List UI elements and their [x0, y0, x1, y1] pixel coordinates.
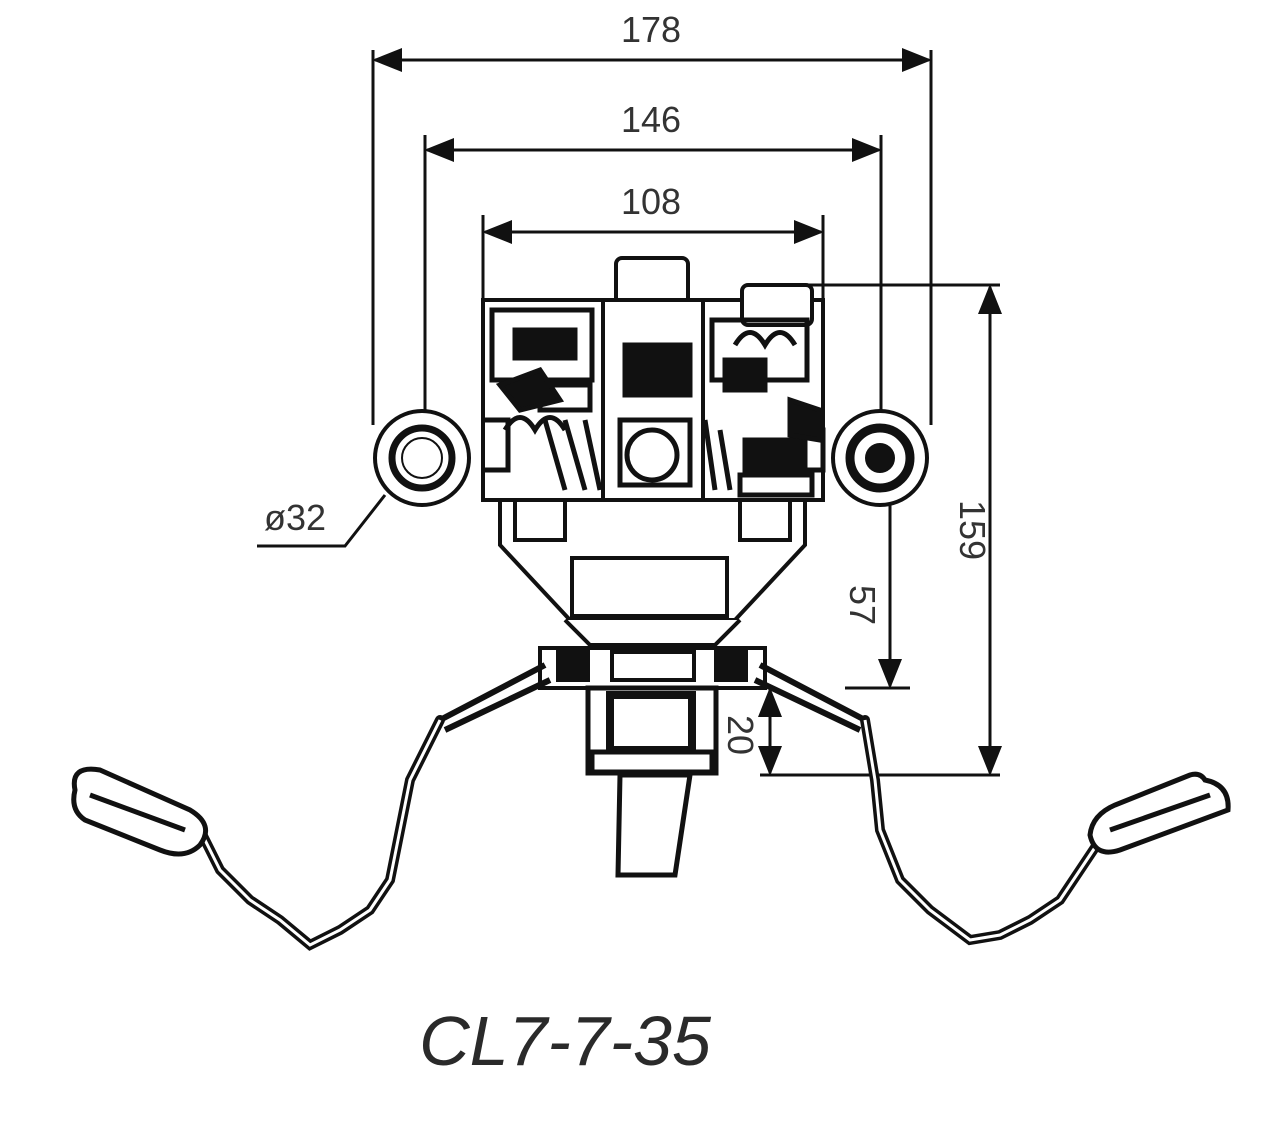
dimension-wheel-to-base [845, 500, 910, 690]
left-wheel [373, 409, 471, 507]
model-caption: CL7-7-35 [419, 1002, 712, 1080]
dim-label-178: 178 [621, 9, 681, 50]
left-carabiner [71, 766, 209, 857]
dim-label-57: 57 [842, 585, 883, 625]
dim-label-159: 159 [952, 500, 993, 560]
mechanism-detail [483, 307, 826, 498]
dim-label-146: 146 [621, 99, 681, 140]
left-chain [195, 715, 445, 951]
beam-clamp [585, 685, 719, 878]
right-carabiner [1087, 771, 1231, 855]
right-chain [860, 715, 1105, 946]
dimension-wheel-diameter-leader [257, 494, 387, 548]
side-rods [438, 662, 867, 733]
right-wheel [831, 409, 929, 507]
dimension-overall-height [760, 283, 1002, 777]
dim-label-diameter: ø32 [264, 497, 326, 538]
dimension-overall-width [371, 48, 933, 425]
dimension-wheel-span [423, 135, 883, 410]
dim-label-108: 108 [621, 181, 681, 222]
dim-label-20: 20 [720, 715, 761, 755]
lower-bracket [498, 498, 807, 690]
